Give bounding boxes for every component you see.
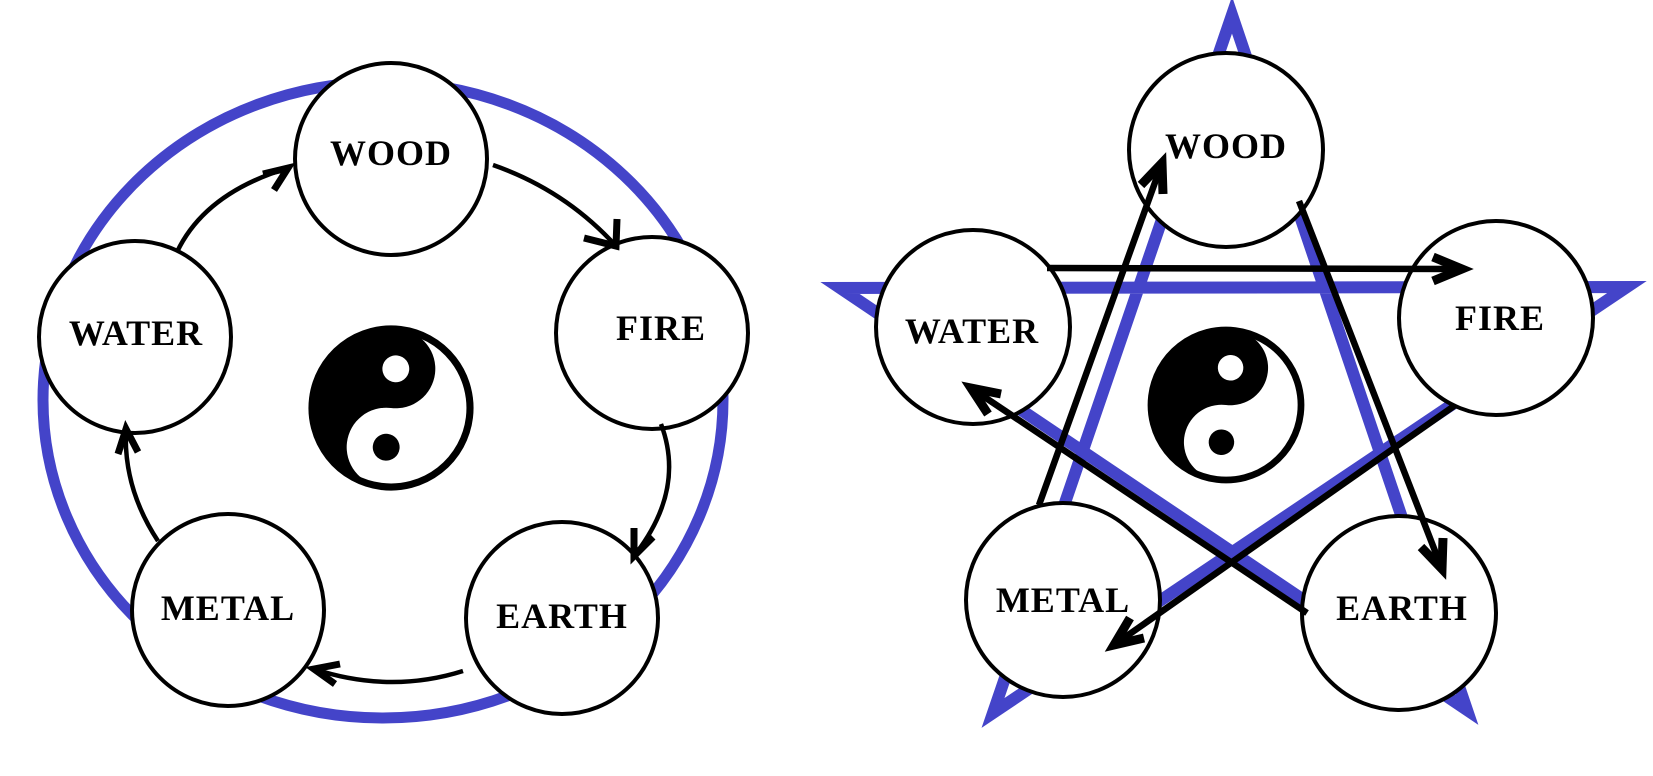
node-circle-water-right — [874, 228, 1072, 426]
yang-dot — [1208, 429, 1235, 455]
node-circle-earth-left — [464, 520, 660, 716]
yin-dot — [1217, 355, 1244, 381]
arrow-water-to-wood — [174, 162, 296, 253]
label-wood-right: WOOD — [1165, 126, 1287, 166]
label-water-right: WATER — [905, 311, 1039, 351]
yin-yang-symbol-right — [1147, 326, 1305, 484]
node-circle-fire-left — [554, 235, 750, 431]
yin-yang-symbol-left — [308, 325, 474, 491]
overcoming-cycle-diagram: WOOD FIRE EARTH METAL WATER — [820, 0, 1647, 728]
label-metal-right: METAL — [996, 580, 1130, 620]
arrow-earth-to-water — [961, 381, 1309, 616]
arrow-fire-to-earth — [630, 423, 672, 565]
node-circle-wood-right — [1127, 51, 1325, 249]
label-earth-right: EARTH — [1336, 588, 1468, 628]
arrow-wood-to-fire — [492, 162, 621, 251]
yang-dot — [372, 433, 400, 461]
arrow-wood-to-earth — [1295, 199, 1448, 580]
arrow-fire-to-metal — [1104, 403, 1456, 652]
arrow-earth-to-metal — [305, 660, 464, 687]
label-water-left: WATER — [69, 313, 203, 353]
arrow-water-to-fire — [1046, 252, 1474, 286]
generating-cycle-diagram: WOOD FIRE EARTH METAL WATER — [37, 61, 750, 724]
label-fire-left: FIRE — [616, 308, 706, 348]
label-earth-left: EARTH — [496, 596, 628, 636]
node-circle-water-left — [37, 239, 233, 435]
node-circle-wood-left — [293, 61, 489, 257]
yin-dot — [382, 355, 410, 383]
label-wood-left: WOOD — [330, 133, 452, 173]
label-metal-left: METAL — [161, 588, 295, 628]
arrow-metal-to-water — [114, 419, 160, 543]
label-fire-right: FIRE — [1455, 298, 1545, 338]
node-circle-metal-left — [130, 512, 326, 708]
